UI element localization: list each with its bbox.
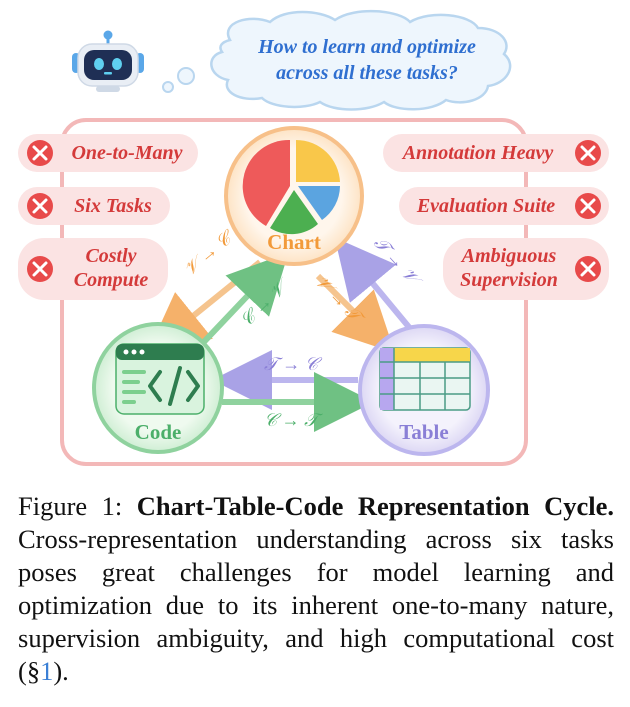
- challenge-label-six-tasks: Six Tasks: [74, 195, 152, 217]
- thought-bubble-line-1: How to learn and optimize: [258, 36, 476, 58]
- challenge-label-annotation-heavy: Annotation Heavy: [402, 142, 554, 164]
- table-grid-icon: [379, 347, 471, 411]
- code-window-icon: [115, 343, 205, 415]
- arrow-c-to-v: [197, 252, 289, 349]
- table-node-label: Table: [399, 420, 449, 444]
- challenge-label-ambiguous: Ambiguous: [461, 245, 557, 267]
- caption-section-ref[interactable]: 1: [40, 656, 54, 686]
- figure-svg: [18, 9, 609, 466]
- challenge-pill-six-tasks: [18, 187, 170, 225]
- challenge-label-costly: Costly: [85, 245, 137, 267]
- thought-bubble-text: How to learn and optimize across all the…: [226, 34, 508, 86]
- code-node: [92, 322, 224, 454]
- caption-prefix: Figure 1:: [18, 491, 137, 521]
- arrow-label-t-to-c: 𝒯 → 𝒞: [264, 354, 318, 374]
- pie-chart-icon: [242, 139, 340, 235]
- table-node: [358, 324, 490, 456]
- robot-icon: [72, 30, 144, 92]
- challenge-label-compute: Compute: [73, 269, 149, 291]
- challenge-pill-ambiguous-supervision: [443, 238, 609, 300]
- figure-illustration: How to learn and optimize across all the…: [18, 9, 609, 466]
- caption-suffix: ).: [53, 656, 69, 686]
- caption-body: Cross-representation understanding acros…: [18, 524, 614, 686]
- challenge-label-ambiguous-supervision: Ambiguous Supervision: [448, 244, 570, 292]
- thought-bubble: [162, 9, 512, 111]
- challenge-pill-annotation-heavy: [383, 134, 609, 172]
- challenge-pill-costly-compute: [18, 238, 168, 300]
- challenge-label-one-to-many: One-to-Many: [71, 142, 183, 164]
- arrow-v-to-t: [315, 273, 395, 353]
- caption-title: Chart-Table-Code Representation Cycle.: [136, 491, 614, 521]
- challenge-label-supervision: Supervision: [460, 269, 558, 291]
- chart-node-label: Chart: [267, 230, 321, 254]
- challenge-label-evaluation-suite: Evaluation Suite: [416, 195, 556, 217]
- challenge-label-costly-compute: Costly Compute: [58, 244, 164, 292]
- challenge-pill-one-to-many: [18, 134, 198, 172]
- arrow-label-c-to-t: 𝒞 → 𝒯: [264, 410, 318, 430]
- code-node-label: Code: [134, 420, 182, 444]
- figure-caption: Figure 1: Chart-Table-Code Representatio…: [18, 490, 614, 688]
- thought-bubble-line-2: across all these tasks?: [276, 62, 458, 84]
- chart-node: [224, 126, 364, 266]
- challenge-pill-evaluation-suite: [399, 187, 609, 225]
